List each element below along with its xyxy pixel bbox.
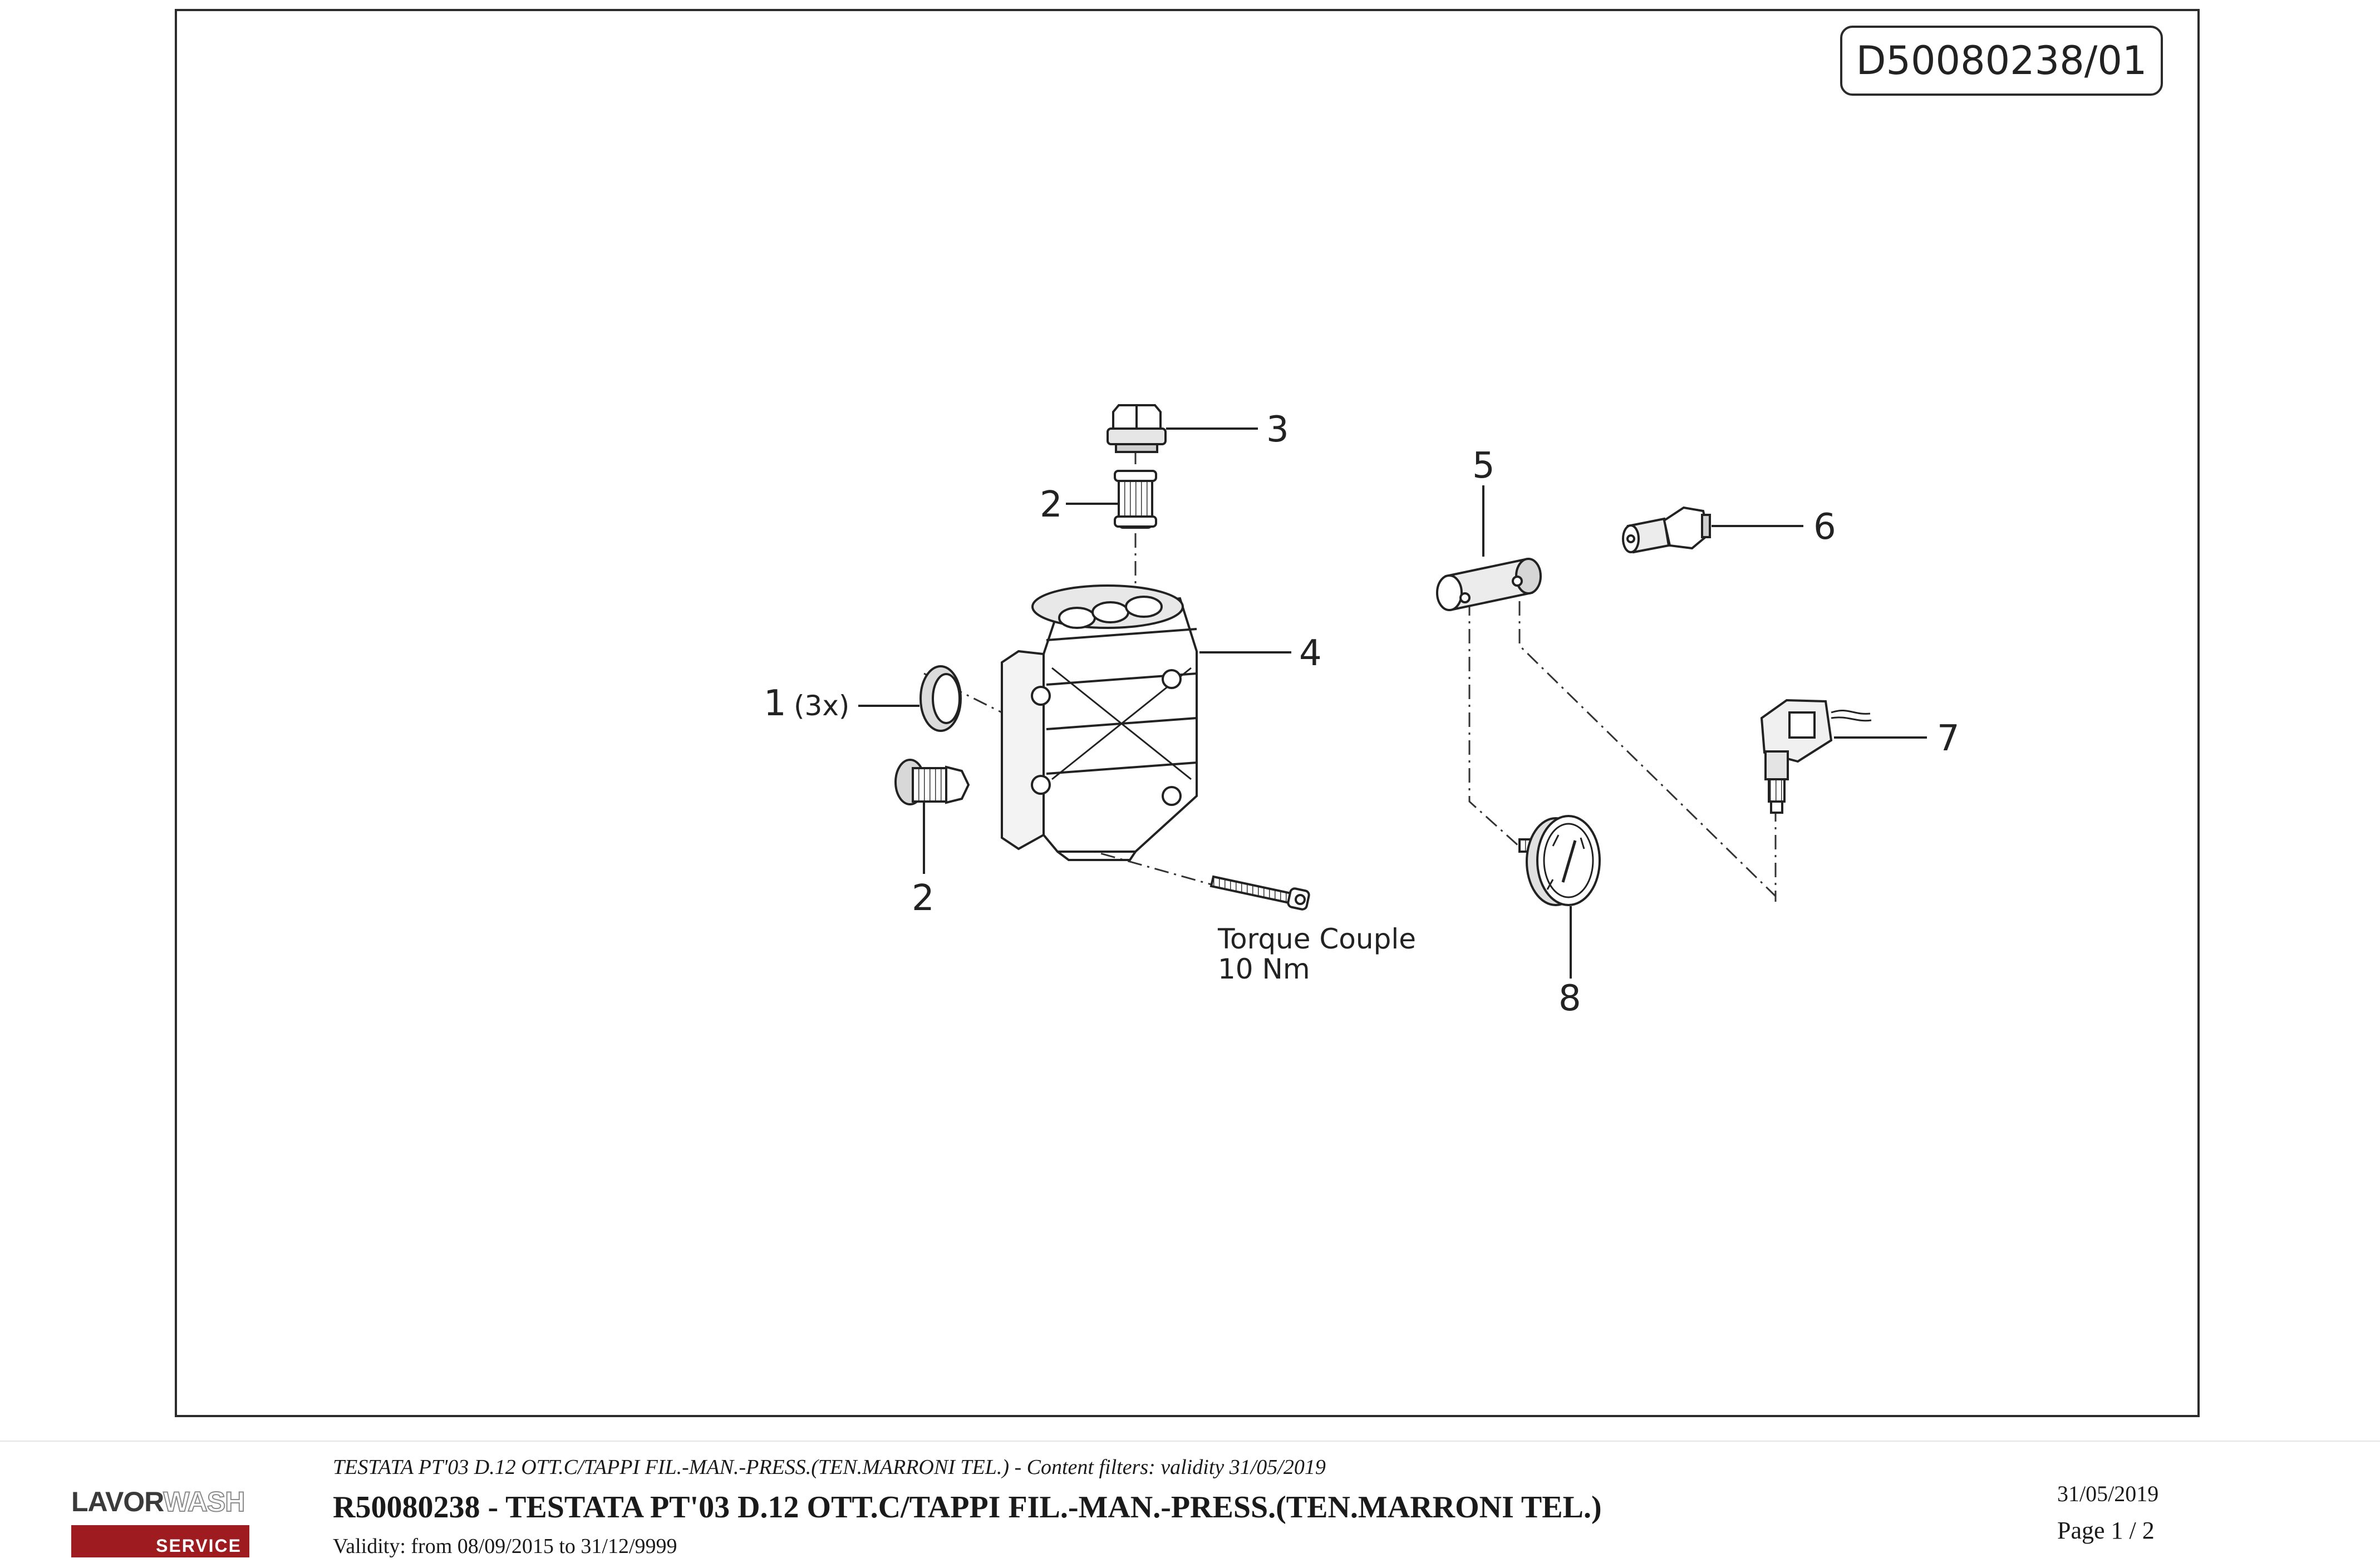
part-7-pressure-switch <box>1760 699 1872 814</box>
part-8-pressure-gauge <box>1518 815 1601 906</box>
footer-separator <box>0 1441 2380 1442</box>
callout-1-quantity: (3x) <box>794 690 849 722</box>
part-5-connector-tube <box>1436 558 1542 611</box>
document-validity: Validity: from 08/09/2015 to 31/12/9999 <box>333 1535 677 1558</box>
brand-logo: LAVORWASH SERVICE <box>71 1485 249 1557</box>
callout-6: 6 <box>1813 507 1836 548</box>
part-1-seal-ring <box>919 665 962 732</box>
callout-7: 7 <box>1937 718 1960 759</box>
document-date: 31/05/2019 <box>2057 1481 2159 1506</box>
logo-wordmark: LAVORWASH <box>71 1485 249 1518</box>
part-6-fitting <box>1622 506 1711 554</box>
part-2-filter-top <box>1114 470 1157 529</box>
callout-5: 5 <box>1472 445 1495 486</box>
document-title: R50080238 - TESTATA PT'03 D.12 OTT.C/TAP… <box>333 1490 1602 1525</box>
page-indicator: Page 1 / 2 <box>2057 1517 2155 1544</box>
drawing-code: D50080238/01 <box>1840 26 2163 96</box>
cap-screw <box>1209 875 1310 911</box>
callout-2-top: 2 <box>1040 484 1063 525</box>
torque-note-line2: 10 Nm <box>1218 953 1310 985</box>
callout-4: 4 <box>1299 633 1322 674</box>
part-3-hex-plug <box>1107 404 1167 453</box>
callout-3: 3 <box>1266 409 1289 450</box>
callout-8: 8 <box>1558 978 1581 1019</box>
torque-note-line1: Torque Couple <box>1217 923 1416 955</box>
logo-wash-text: WASH <box>163 1486 245 1518</box>
callout-2-bottom: 2 <box>912 878 935 919</box>
drawing-frame <box>175 9 2200 1417</box>
document-subtitle: TESTATA PT'03 D.12 OTT.C/TAPPI FIL.-MAN.… <box>333 1456 1326 1479</box>
part-2-filter-bottom <box>894 759 970 805</box>
logo-service-text: SERVICE <box>71 1534 249 1557</box>
logo-bar <box>71 1525 249 1534</box>
callout-1: 1 <box>764 683 786 724</box>
part-4-pump-head <box>1001 584 1198 861</box>
leader-lines <box>858 427 1927 979</box>
logo-lavor-text: LAVOR <box>71 1486 164 1517</box>
